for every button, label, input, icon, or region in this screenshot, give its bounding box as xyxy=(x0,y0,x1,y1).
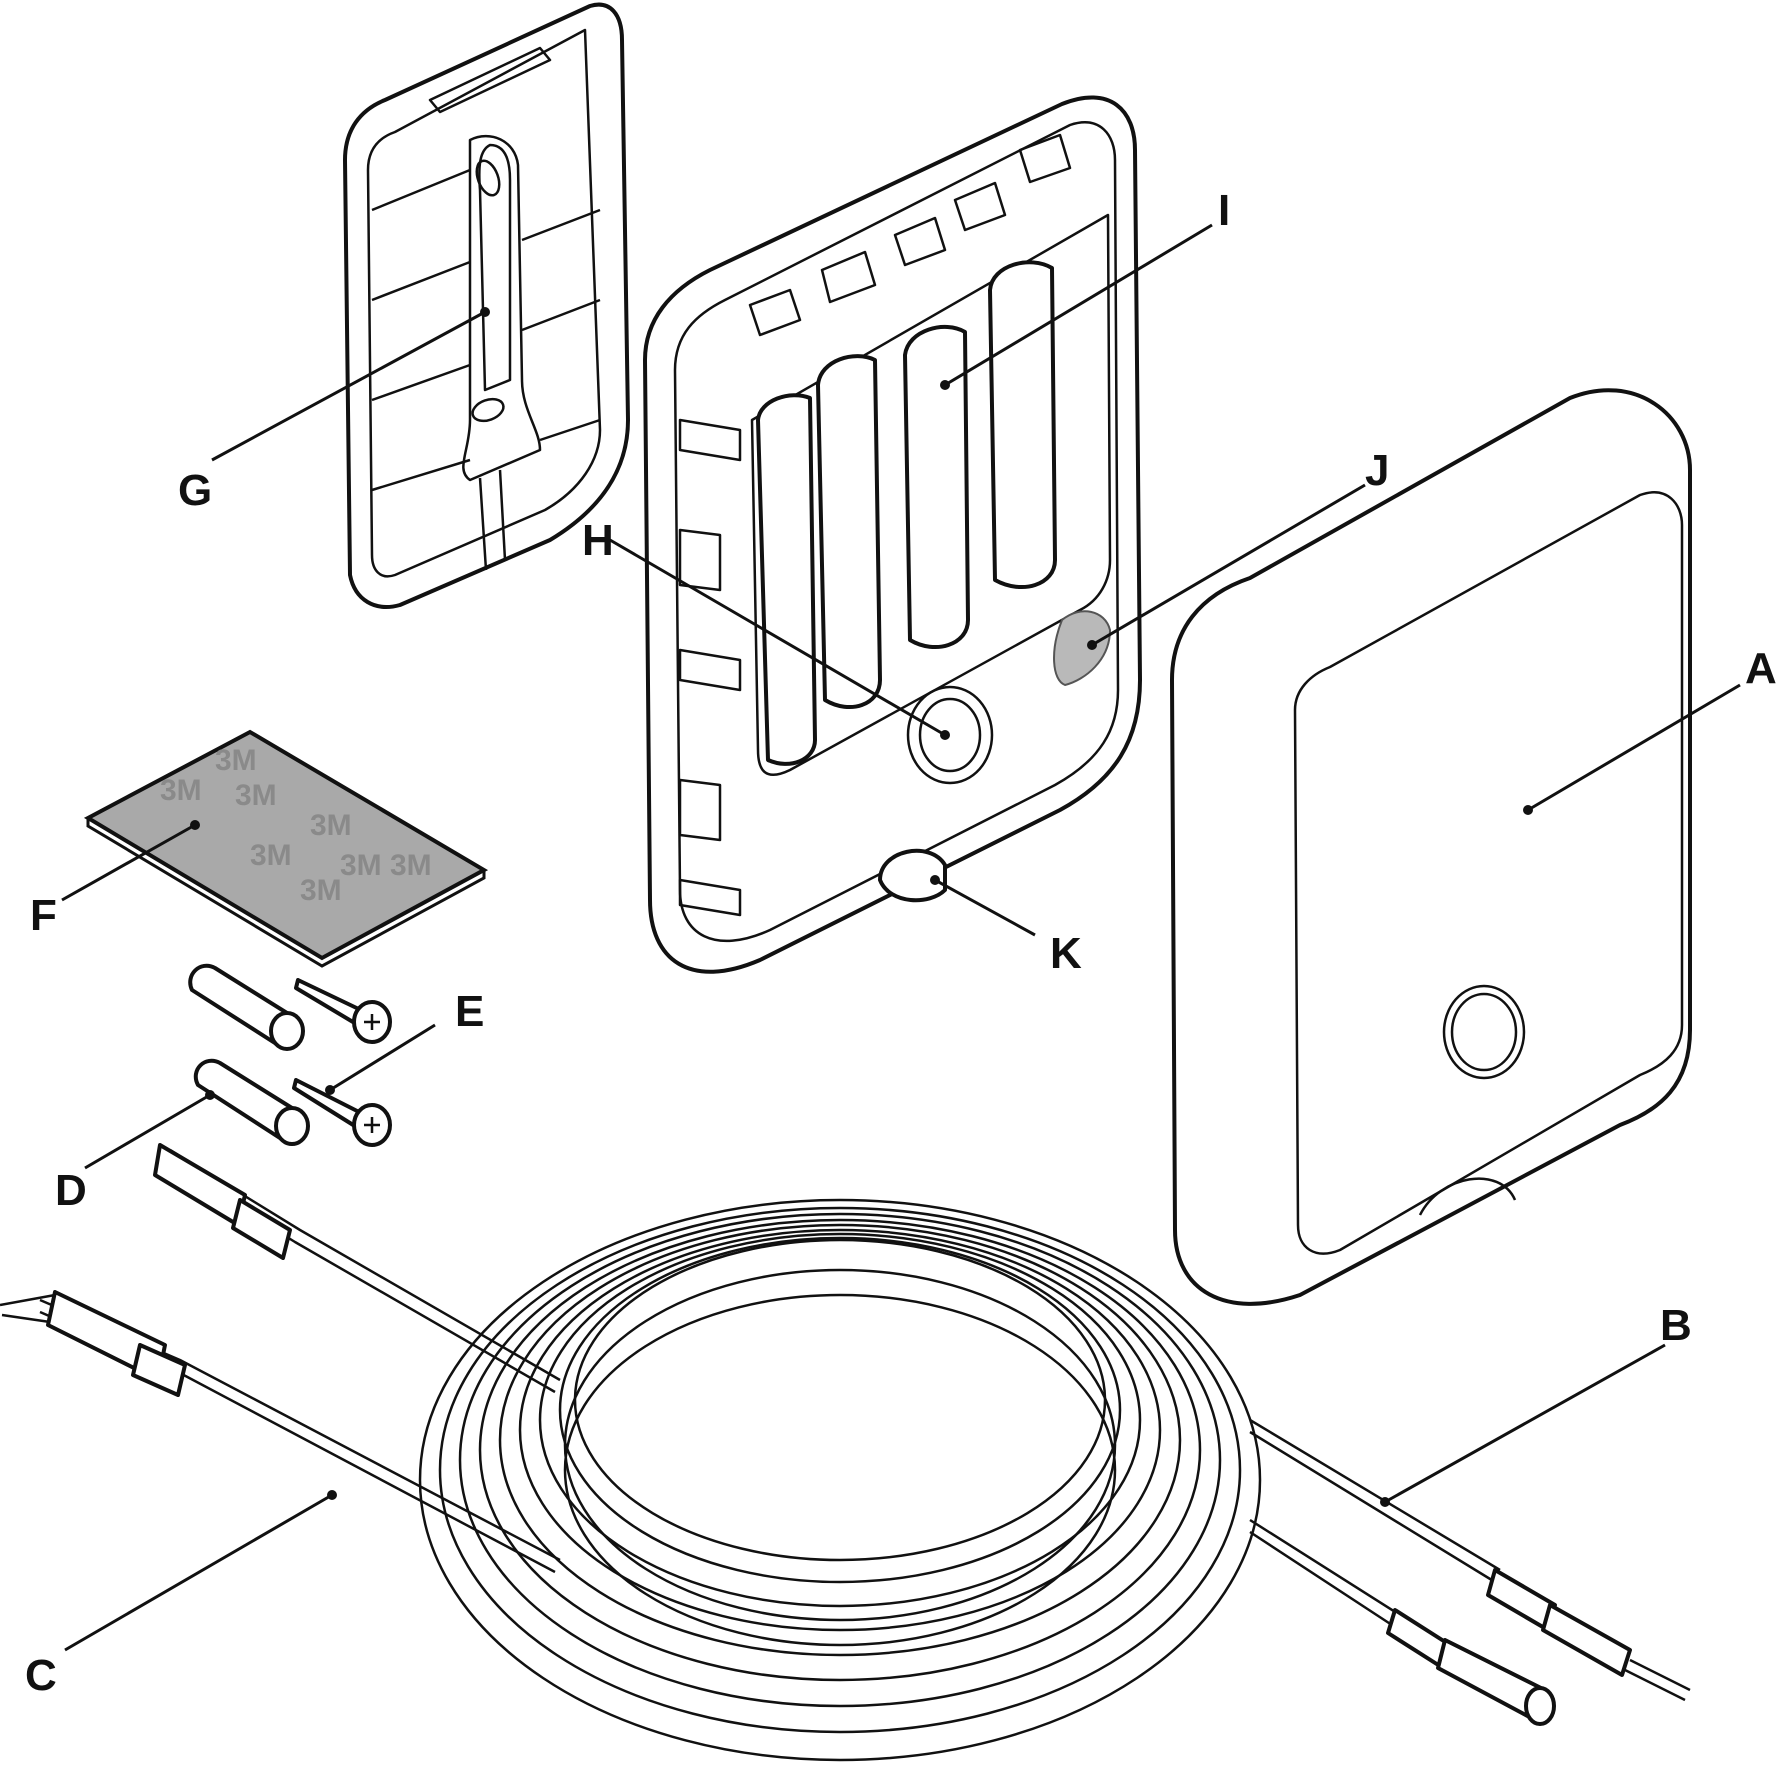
coiled-cable xyxy=(418,1198,1262,1762)
mounting-plate xyxy=(343,2,630,609)
svg-text:3M: 3M xyxy=(310,809,352,842)
pad-text-group: 3M 3M 3M 3M 3M 3M 3M 3M xyxy=(160,744,432,907)
svg-text:3M: 3M xyxy=(300,874,342,907)
label-e: E xyxy=(455,987,484,1036)
screws xyxy=(292,978,392,1147)
label-i: I xyxy=(1218,186,1230,235)
battery-housing xyxy=(643,95,1142,974)
label-a: A xyxy=(1745,644,1777,693)
front-cover xyxy=(1170,388,1692,1306)
svg-text:3M: 3M xyxy=(250,839,292,872)
svg-text:3M: 3M xyxy=(215,744,257,777)
label-h: H xyxy=(582,516,614,565)
label-c: C xyxy=(25,1651,57,1700)
cable-b xyxy=(1249,1418,1691,1726)
label-j: J xyxy=(1365,446,1389,495)
wall-plugs xyxy=(188,963,310,1146)
svg-text:3M: 3M xyxy=(160,774,202,807)
svg-text:3M: 3M xyxy=(235,779,277,812)
cable-c xyxy=(0,1143,561,1574)
adhesive-pad: 3M 3M 3M 3M 3M 3M 3M 3M xyxy=(83,729,489,968)
label-b: B xyxy=(1660,1301,1692,1350)
label-k: K xyxy=(1050,929,1082,978)
svg-text:3M: 3M xyxy=(340,849,382,882)
leader-lines xyxy=(61,223,1741,1652)
label-g: G xyxy=(178,466,212,515)
svg-text:3M: 3M xyxy=(390,849,432,882)
label-d: D xyxy=(55,1166,87,1215)
label-f: F xyxy=(30,891,57,940)
